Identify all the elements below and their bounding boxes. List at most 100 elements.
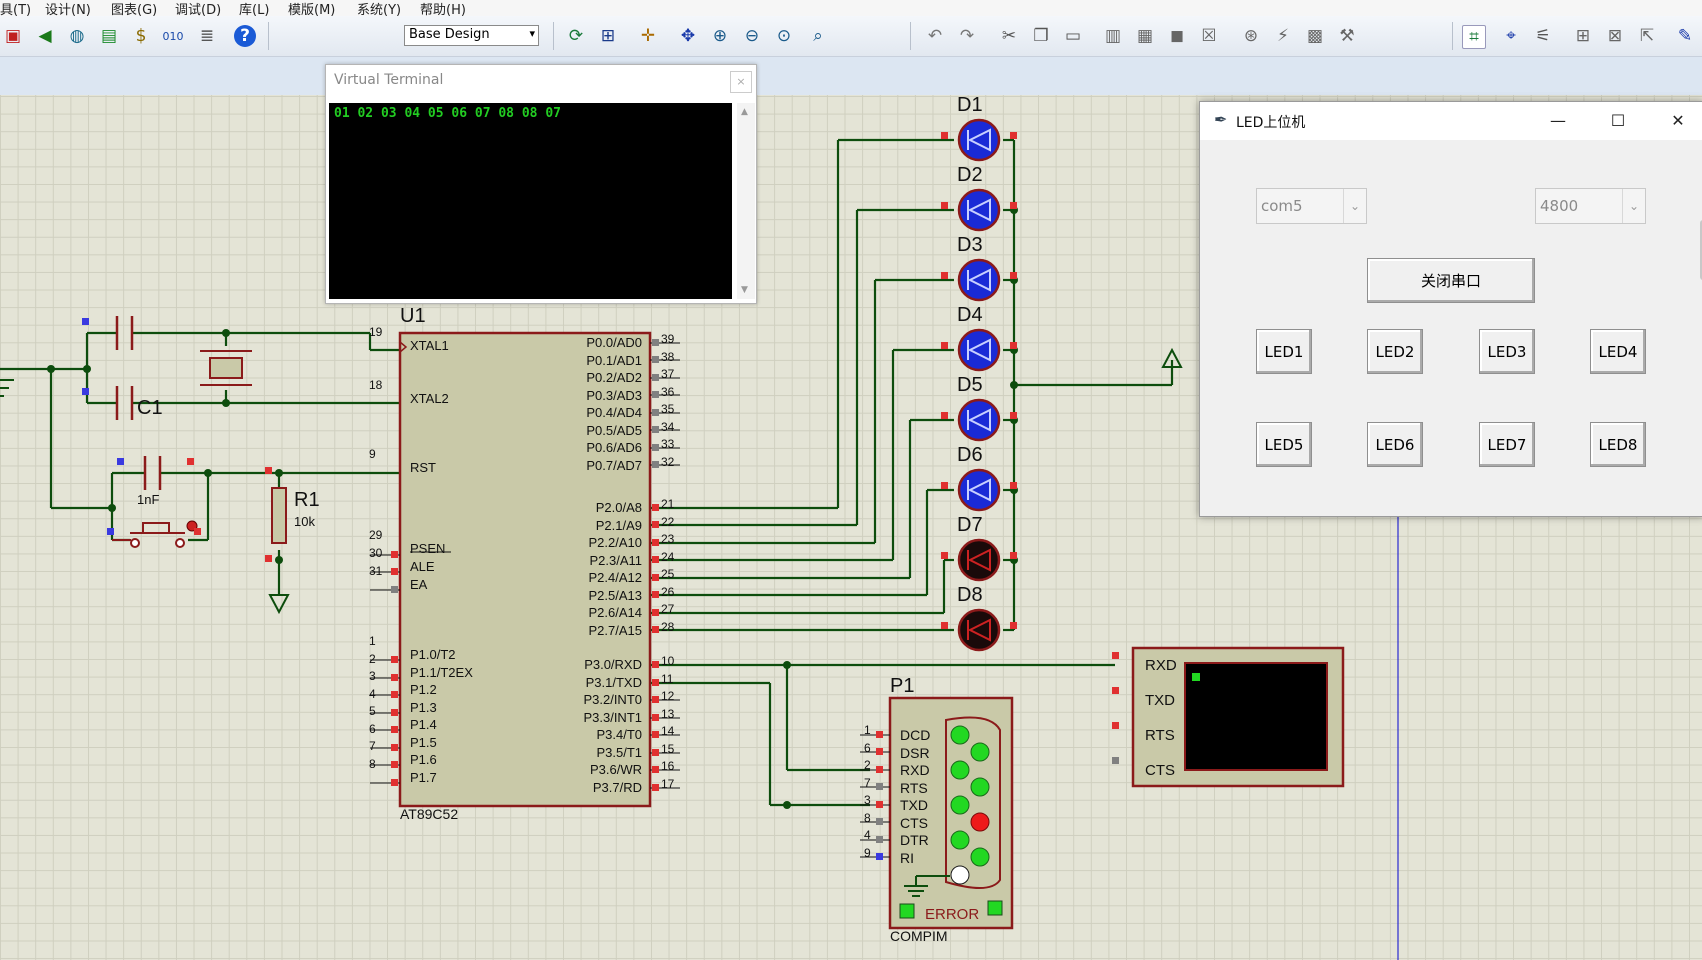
copy-icon[interactable]: ❐	[1033, 26, 1049, 46]
mcu-pin-name: P2.7/A15	[588, 622, 643, 638]
block-move-icon[interactable]: ▦	[1136, 26, 1154, 46]
arrow-back-icon[interactable]: ◀	[38, 26, 52, 46]
maximize-button[interactable]: ☐	[1610, 111, 1626, 130]
block-copy-icon[interactable]: ▥	[1104, 26, 1122, 46]
list-doc-icon[interactable]: ≣	[199, 26, 215, 46]
virtual-terminal-screen[interactable]: 01 02 03 04 05 06 07 08 08 07	[329, 103, 732, 299]
led-host-titlebar[interactable]: ✒ LED上位机 — ☐ ✕	[1200, 102, 1702, 140]
mcu-pin-number: 19	[369, 325, 383, 339]
mcu-pin-name: P3.5/T1	[596, 744, 642, 760]
led-host-window[interactable]: ✒ LED上位机 — ☐ ✕ com5 ⌄ 4800 ⌄ 关闭串口 LED1 L…	[1199, 101, 1702, 517]
remove-sheet-icon[interactable]: ⊠	[1607, 26, 1623, 46]
virtual-terminal-scrollbar[interactable]: ▲ ▼	[737, 103, 755, 299]
mcu-pin-number: 27	[661, 602, 675, 616]
mcu-pin-number: 21	[661, 497, 675, 511]
led4-button[interactable]: LED4	[1590, 329, 1646, 374]
new-sheet-icon[interactable]: ⊞	[1575, 26, 1591, 46]
mcu-pin-number: 10	[661, 654, 675, 668]
compim-part: COMPIM	[890, 928, 948, 944]
mcu-pin-number: 15	[661, 741, 675, 756]
menu-system[interactable]: 系统(Y)	[357, 3, 402, 18]
pan-icon[interactable]: ✥	[680, 26, 696, 46]
vt-pin-cts: CTS	[1145, 762, 1175, 779]
mcu-pin-name: RST	[410, 460, 436, 475]
menu-design[interactable]: 设计(N)	[45, 3, 91, 18]
mcu-pin-number: 39	[661, 332, 675, 346]
menu-graph[interactable]: 图表(G)	[111, 3, 158, 18]
block-rotate-icon[interactable]: ◼	[1169, 26, 1185, 46]
virtual-terminal-title: Virtual Terminal	[334, 72, 444, 88]
port-combo[interactable]: com5 ⌄	[1256, 188, 1367, 224]
mcu-pin-number: 37	[661, 367, 675, 381]
toggle-port-button[interactable]: 关闭串口	[1367, 258, 1535, 303]
chip-icon[interactable]: ▣	[4, 26, 22, 46]
menu-library[interactable]: 库(L)	[239, 3, 270, 18]
help-icon[interactable]: ?	[234, 25, 256, 47]
led-off	[941, 538, 1017, 582]
virtual-terminal-close-button[interactable]: ×	[730, 71, 752, 93]
property-tool-icon[interactable]: ⚟	[1535, 26, 1551, 46]
mcu-pin-name: P2.5/A13	[588, 587, 643, 603]
led-lit	[941, 118, 1017, 162]
grid-icon[interactable]: ⊞	[600, 26, 616, 46]
led1-button[interactable]: LED1	[1256, 329, 1312, 374]
compim-pin-number: 8	[864, 810, 871, 825]
led-ref: D1	[957, 94, 983, 116]
mcu-pin-name: P2.3/A11	[589, 552, 642, 568]
mcu-pin-name: P0.3/AD3	[586, 387, 642, 403]
menu-tools[interactable]: 具(T)	[0, 3, 32, 18]
menu-help[interactable]: 帮助(H)	[420, 3, 466, 18]
pick-icon[interactable]: ⊛	[1243, 26, 1259, 46]
led2-button[interactable]: LED2	[1367, 329, 1423, 374]
mcu-pin-number: 24	[661, 549, 675, 564]
search-icon[interactable]: ⌖	[1506, 26, 1516, 46]
virtual-terminal-window[interactable]: Virtual Terminal × 01 02 03 04 05 06 07 …	[325, 64, 757, 304]
paste-icon[interactable]: ▭	[1064, 26, 1082, 46]
chevron-down-icon[interactable]: ⌄	[1343, 189, 1366, 223]
pack-icon[interactable]: ▩	[1306, 26, 1324, 46]
exit-sheet-icon[interactable]: ⇱	[1639, 26, 1655, 46]
make-device-icon[interactable]: ⚡	[1277, 26, 1289, 46]
scroll-up-icon[interactable]: ▲	[741, 107, 748, 117]
menu-debug[interactable]: 调试(D)	[175, 3, 222, 18]
pin-state-markers	[82, 318, 659, 791]
block-delete-icon[interactable]: ☒	[1201, 26, 1217, 46]
led-lit	[941, 328, 1017, 372]
close-button[interactable]: ✕	[1671, 111, 1685, 130]
baud-combo[interactable]: 4800 ⌄	[1535, 188, 1646, 224]
wire-autoroute-icon[interactable]: ⌗	[1462, 25, 1486, 49]
document-green-icon[interactable]: ▤	[100, 26, 118, 46]
vt-cursor	[1192, 673, 1200, 681]
zoom-glass-icon[interactable]: ◍	[69, 26, 85, 46]
origin-icon[interactable]: ✛	[640, 26, 656, 46]
undo-icon[interactable]: ↶	[927, 26, 943, 46]
led7-button[interactable]: LED7	[1479, 422, 1535, 467]
redo-icon[interactable]: ↷	[959, 26, 975, 46]
mcu-pin-number: 8	[369, 757, 376, 771]
zoom-in-icon[interactable]: ⊕	[712, 26, 728, 46]
led3-button[interactable]: LED3	[1479, 329, 1535, 374]
menu-template[interactable]: 模版(M)	[288, 3, 336, 18]
cut-icon[interactable]: ✂	[1001, 26, 1017, 46]
netlist-icon[interactable]: ✎	[1677, 26, 1693, 46]
minimize-button[interactable]: —	[1550, 111, 1566, 130]
led5-button[interactable]: LED5	[1256, 422, 1312, 467]
chevron-down-icon[interactable]: ⌄	[1622, 189, 1645, 223]
zoom-out-icon[interactable]: ⊖	[744, 26, 760, 46]
compim-indicators	[899, 725, 1003, 919]
led6-button[interactable]: LED6	[1367, 422, 1423, 467]
toolbar-strip	[0, 57, 1702, 95]
zoom-area-icon[interactable]: ⌕	[813, 26, 823, 46]
mcu-pin-number: 38	[661, 349, 675, 364]
refresh-icon[interactable]: ⟳	[568, 26, 584, 46]
binary-icon[interactable]: 010	[162, 29, 184, 43]
led8-button[interactable]: LED8	[1590, 422, 1646, 467]
r1-resistor	[271, 487, 287, 544]
scroll-down-icon[interactable]: ▼	[741, 285, 748, 295]
dollar-doc-icon[interactable]: $	[135, 26, 147, 46]
resize-handle[interactable]	[1700, 220, 1702, 280]
design-select[interactable]: Base Design ▾	[404, 25, 539, 46]
zoom-all-icon[interactable]: ⊙	[776, 26, 792, 46]
decompose-icon[interactable]: ⚒	[1339, 26, 1355, 46]
virtual-terminal-output: 01 02 03 04 05 06 07 08 08 07	[334, 106, 561, 121]
